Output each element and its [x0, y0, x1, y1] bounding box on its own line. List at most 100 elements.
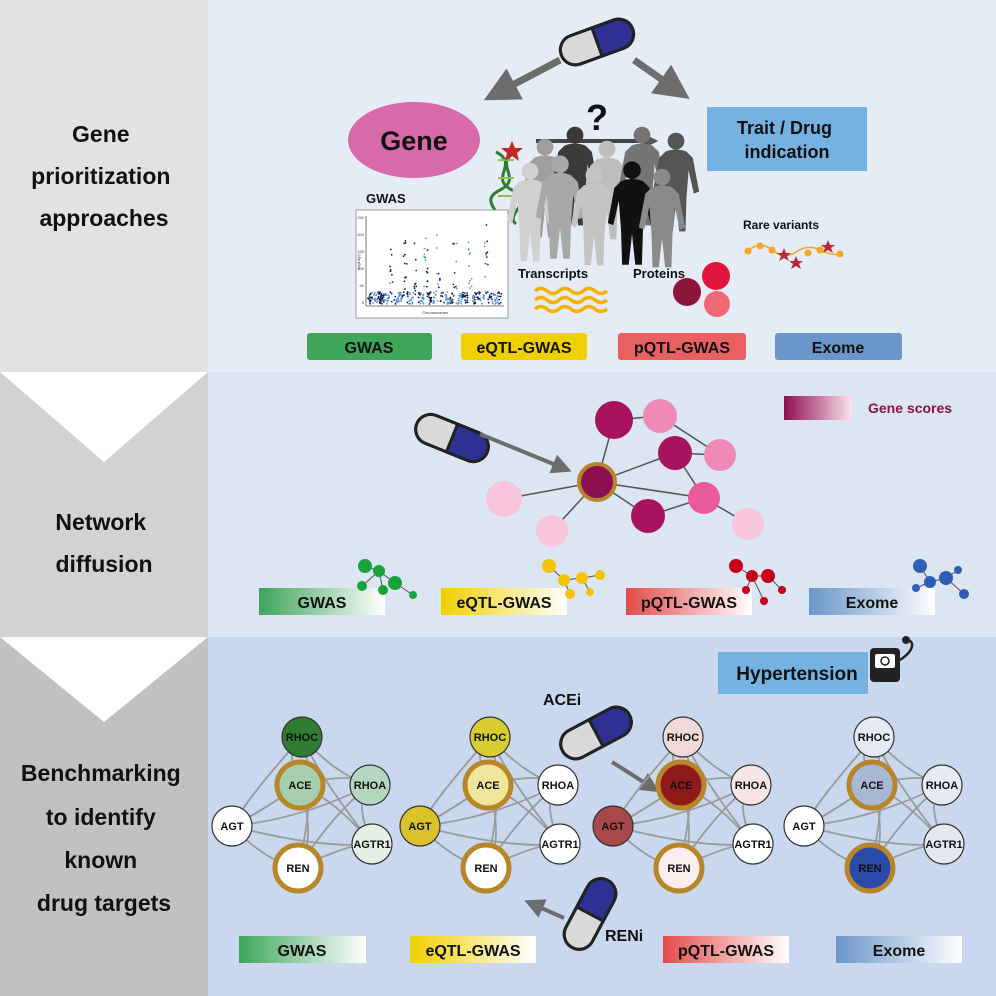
method-label-eqtl: eQTL-GWAS: [476, 340, 571, 357]
gene-node-rhoc: [281, 716, 323, 758]
svg-text:pQTL-GWAS: pQTL-GWAS: [641, 595, 737, 612]
gene-node-rhoc: [469, 716, 511, 758]
transcripts-label: Transcripts: [518, 266, 588, 281]
hypertension-label: Hypertension: [736, 664, 857, 685]
gene-label-ace: ACE: [669, 780, 692, 792]
network-node: [486, 481, 522, 517]
rare-variants-icon: [744, 240, 844, 269]
diffused-eqtl: eQTL-GWAS: [441, 559, 605, 615]
pill-to-network-arrow: [479, 432, 572, 474]
svg-text:Chromosomes: Chromosomes: [422, 310, 448, 315]
network-node: [595, 401, 633, 439]
gene-label-rhoa: RHOA: [926, 780, 958, 792]
method-box-eqtl: [461, 333, 587, 360]
acei-label: ACEi: [543, 692, 581, 709]
transcripts-wave-icon: [533, 286, 609, 314]
gene-node-rhoa: [349, 764, 391, 806]
gene-label-rhoa: RHOA: [354, 780, 386, 792]
svg-text:200: 200: [357, 232, 364, 237]
gene-label-agtr1: AGTR1: [541, 839, 578, 851]
method-label-gwas: GWAS: [345, 340, 394, 357]
gene-node-rhoc: [662, 716, 704, 758]
chevron-band-2: [0, 372, 208, 637]
gene-node-ace: [846, 759, 898, 811]
gene-label-agtr1: AGTR1: [925, 839, 962, 851]
method-label-pqtl: pQTL-GWAS: [634, 340, 730, 357]
gene-node-agt: [592, 805, 634, 847]
svg-text:100: 100: [357, 266, 364, 271]
gene-label-agtr1: AGTR1: [353, 839, 390, 851]
hypertension-box: [718, 652, 868, 694]
gene-node-agt: [211, 805, 253, 847]
gene-node-ren: [460, 842, 512, 894]
network-node: [631, 499, 665, 533]
manhattan-points: [367, 224, 503, 305]
method-box-pqtl: [618, 333, 746, 360]
gene-node-ace: [655, 759, 707, 811]
arrow-to-trait: [631, 57, 690, 100]
bench-box-pqtl: [663, 936, 789, 963]
gene-label-ace: ACE: [860, 780, 883, 792]
bench-label-exome: Exome: [873, 943, 926, 960]
network-node: [536, 515, 568, 547]
gene-node-rhoa: [730, 764, 772, 806]
network-node: [704, 439, 736, 471]
acei-arrow: [610, 760, 660, 793]
gene-node-ren: [653, 842, 705, 894]
arrow-to-gene: [483, 56, 562, 101]
section-title-2: Network diffusion: [55, 509, 152, 577]
drug-target-node: [577, 462, 617, 502]
gene-label-agt: AGT: [601, 821, 625, 833]
diffused-gwas: GWAS: [259, 559, 417, 615]
gene-node-agtr1: [539, 823, 581, 865]
method-box-gwas: [307, 333, 432, 360]
diffused-exome: Exome: [809, 559, 969, 615]
gene-ellipse: [348, 102, 480, 178]
question-mark: ?: [586, 97, 608, 138]
svg-text:0: 0: [362, 300, 365, 305]
gene-label: Gene: [380, 126, 448, 156]
gene-label-rhoa: RHOA: [542, 780, 574, 792]
panel-3: Hypertension ACEi RENi RHOC ACE RHOA AGT AGT…: [211, 636, 965, 963]
gene-node-ren: [272, 842, 324, 894]
bench-box-exome: [836, 936, 962, 963]
gene-node-agtr1: [923, 823, 965, 865]
diffused-pqtl: pQTL-GWAS: [626, 559, 786, 615]
method-label-exome: Exome: [812, 340, 865, 357]
gene-label-rhoa: RHOA: [735, 780, 767, 792]
trait-box: [707, 107, 867, 171]
gene-label-agt: AGT: [408, 821, 432, 833]
gene-node-ace: [274, 759, 326, 811]
bench-box-eqtl: [410, 936, 536, 963]
network-node: [732, 508, 764, 540]
chevron-band-1: [0, 0, 208, 372]
bench-label-gwas: GWAS: [278, 943, 327, 960]
gene-node-agtr1: [732, 823, 774, 865]
network-node: [658, 436, 692, 470]
gene-node-rhoa: [537, 764, 579, 806]
gene-node-agt: [399, 805, 441, 847]
network-nodes: [486, 399, 764, 547]
bench-box-gwas: [239, 936, 366, 963]
gene-label-ren: REN: [667, 863, 690, 875]
panel-2: Gene scores: [259, 396, 969, 615]
gene-label-rhoc: RHOC: [286, 732, 318, 744]
gene-label-ren: REN: [474, 863, 497, 875]
svg-text:GWAS: GWAS: [298, 595, 347, 612]
svg-text:250: 250: [357, 215, 364, 220]
gene-node-rhoa: [921, 764, 963, 806]
gene-label-rhoc: RHOC: [667, 732, 699, 744]
left-title-column: Gene prioritization approaches Network d…: [0, 0, 208, 996]
gene-scores-label: Gene scores: [868, 400, 952, 416]
panel-1: Gene ? Trait / Drug indication GWAS Chro…: [307, 13, 902, 360]
gene-label-agtr1: AGTR1: [734, 839, 771, 851]
method-box-exome: [775, 333, 902, 360]
reni-label: RENi: [605, 928, 643, 945]
gene-label-rhoc: RHOC: [474, 732, 506, 744]
mutation-star-icon: [501, 141, 523, 161]
